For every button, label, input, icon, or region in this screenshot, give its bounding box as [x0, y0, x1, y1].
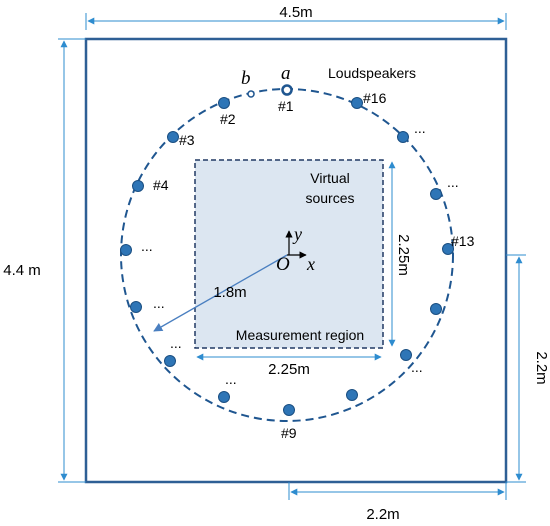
measurement-region	[194, 159, 384, 349]
loudspeaker-13	[442, 243, 454, 255]
loudspeaker-16	[351, 97, 363, 109]
ellipsis-right-bottom: ...	[411, 359, 423, 375]
loudspeaker-8	[218, 391, 230, 403]
loudspeaker-2	[218, 97, 230, 109]
radius-line	[153, 254, 288, 332]
loudspeaker-10	[346, 389, 358, 401]
loudspeaker-11	[400, 349, 412, 361]
point-b-marker	[247, 90, 255, 98]
measurement-region-label: Measurement region	[236, 327, 364, 343]
loudspeaker-14	[430, 188, 442, 200]
origin-label: O	[276, 254, 290, 275]
offset-x-label: 2.2m	[366, 506, 399, 523]
loudspeaker-7	[164, 355, 176, 367]
region-width-label: 2.25m	[268, 361, 310, 378]
speaker-label-4: #4	[153, 177, 169, 193]
ellipsis-bottom: ...	[225, 371, 237, 387]
point-a-label: a	[281, 63, 291, 84]
region-height-label: 2.25m	[395, 234, 412, 276]
speaker-label-16: #16	[363, 90, 387, 106]
loudspeakers-label: Loudspeakers	[328, 65, 416, 81]
speaker-label-2: #2	[220, 111, 236, 127]
room-height-label: 4.4 m	[3, 262, 41, 279]
speaker-label-3: #3	[179, 132, 195, 148]
ellipsis-left-mid: ...	[141, 238, 153, 254]
y-axis-label: y	[292, 224, 302, 244]
loudspeaker-5	[120, 244, 132, 256]
loudspeaker-15	[397, 131, 409, 143]
offset-y-label: 2.2m	[533, 351, 550, 384]
ellipsis-left-lower: ...	[153, 295, 165, 311]
radius-label: 1.8m	[213, 284, 246, 301]
loudspeaker-4	[132, 180, 144, 192]
virtual-sources-label-line1: Virtual	[310, 170, 349, 186]
speaker-label-13: #13	[451, 233, 475, 249]
speaker-label-1: #1	[278, 98, 294, 114]
speaker-labels: #1 #2 #16 #3 #4 #13 #9 ... ... ... ... .…	[141, 90, 475, 441]
room-width-label: 4.5m	[279, 4, 312, 21]
loudspeaker-1	[281, 84, 293, 96]
room-outline	[84, 37, 508, 484]
point-b-label: b	[241, 68, 251, 89]
loudspeaker-6	[130, 301, 142, 313]
speaker-label-9: #9	[281, 425, 297, 441]
loudspeaker-3	[167, 131, 179, 143]
loudspeaker-9	[283, 404, 295, 416]
virtual-sources-label-line2: sources	[305, 190, 354, 206]
ellipsis-right-top: ...	[414, 120, 426, 136]
ellipsis-left-bottom: ...	[170, 335, 182, 351]
loudspeakers	[120, 84, 454, 416]
loudspeaker-12	[430, 303, 442, 315]
x-axis-label: x	[306, 254, 315, 274]
ellipsis-right-mid: ...	[447, 174, 459, 190]
